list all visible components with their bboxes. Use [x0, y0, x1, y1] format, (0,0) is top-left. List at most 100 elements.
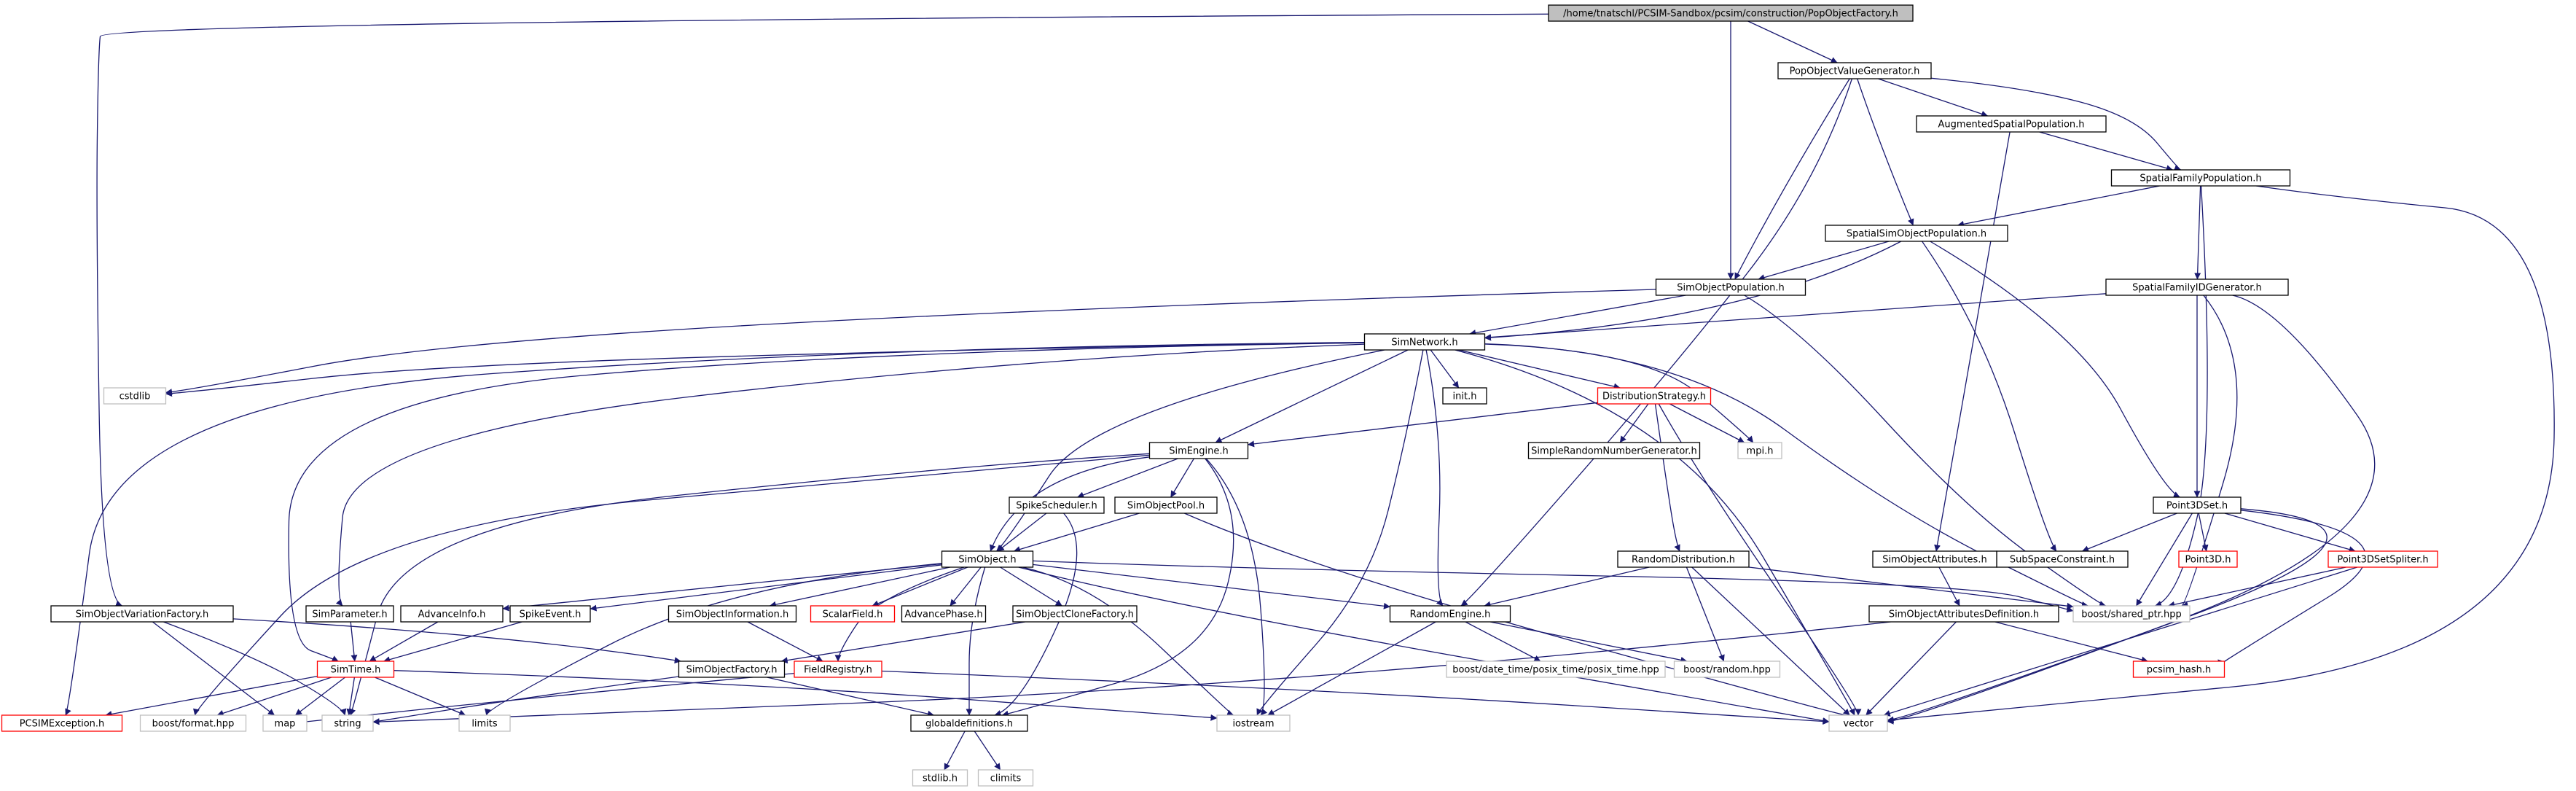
- node-augspatial[interactable]: AugmentedSpatialPopulation.h: [1916, 115, 2107, 133]
- edge-point3dsplit-to-sharedptr: [2168, 566, 2346, 608]
- node-box: [1446, 661, 1666, 678]
- node-simobject[interactable]: SimObject.h: [941, 550, 1034, 568]
- edge-globaldefs-to-stdlib: [944, 730, 966, 771]
- node-string: string: [321, 714, 374, 732]
- node-randengine[interactable]: RandomEngine.h: [1389, 605, 1511, 623]
- edge-advanceinfo-to-simtime: [369, 621, 439, 662]
- node-randdist[interactable]: RandomDistribution.h: [1617, 550, 1750, 568]
- node-simengine[interactable]: SimEngine.h: [1148, 442, 1249, 459]
- edge-simnetwork-to-simengine: [1215, 349, 1409, 443]
- node-label: SimObject.h: [958, 555, 1016, 566]
- node-label: AdvanceInfo.h: [418, 609, 486, 620]
- node-point3dset[interactable]: Point3DSet.h: [2153, 496, 2242, 514]
- edge-simtime-to-iostream: [394, 670, 1218, 721]
- edge-randdist-to-boostrandom: [1686, 566, 1725, 662]
- node-box: [1737, 442, 1782, 459]
- node-label: SimObjectFactory.h: [686, 665, 778, 676]
- node-point3dsplit[interactable]: Point3DSetSpliter.h: [2328, 550, 2438, 568]
- node-label: /home/tnatschl/PCSIM-Sandbox/pcsim/const…: [1563, 9, 1898, 20]
- node-root[interactable]: /home/tnatschl/PCSIM-Sandbox/pcsim/const…: [1548, 4, 1914, 22]
- node-pcsimhash[interactable]: pcsim_hash.h: [2132, 661, 2225, 678]
- node-label: Point3DSetSpliter.h: [2337, 555, 2428, 566]
- node-box: [1, 714, 123, 732]
- node-diststrat[interactable]: DistributionStrategy.h: [1597, 387, 1712, 405]
- node-spatialsim[interactable]: SpatialSimObjectPopulation.h: [1825, 225, 2008, 242]
- node-globaldefs[interactable]: globaldefinitions.h: [910, 714, 1028, 732]
- edge-simobject-to-randengine: [1033, 564, 1390, 609]
- node-fieldreg[interactable]: FieldRegistry.h: [794, 661, 882, 678]
- edge-simobject-to-vector: [1018, 566, 1830, 724]
- node-box: [941, 550, 1034, 568]
- node-mpi: mpi.h: [1737, 442, 1782, 459]
- node-simobjinfo[interactable]: SimObjectInformation.h: [668, 605, 797, 623]
- node-label: map: [275, 719, 296, 730]
- node-boostformat: boost/format.hpp: [139, 714, 247, 732]
- node-subspace[interactable]: SubSpaceConstraint.h: [1996, 550, 2129, 568]
- edge-simnetwork-to-iostream: [1256, 349, 1424, 716]
- node-simnetwork[interactable]: SimNetwork.h: [1363, 333, 1486, 351]
- node-label: SimObjectInformation.h: [676, 609, 789, 620]
- node-label: SubSpaceConstraint.h: [2010, 555, 2115, 566]
- node-label: mpi.h: [1747, 446, 1774, 457]
- node-box: [321, 714, 374, 732]
- node-simobjpop[interactable]: SimObjectPopulation.h: [1655, 278, 1806, 296]
- node-advanceinfo[interactable]: AdvanceInfo.h: [400, 605, 504, 623]
- node-label: boost/random.hpp: [1683, 665, 1771, 676]
- node-spatialfamid[interactable]: SpatialFamilyIDGenerator.h: [2105, 278, 2289, 296]
- node-simobjfact[interactable]: SimObjectFactory.h: [678, 661, 786, 678]
- node-spikesched[interactable]: SpikeScheduler.h: [1009, 496, 1105, 514]
- node-box: [1012, 605, 1138, 623]
- node-pcsimexc[interactable]: PCSIMException.h: [1, 714, 123, 732]
- edge-randdist-to-sharedptr: [1748, 566, 2074, 609]
- node-box: [262, 714, 308, 732]
- edge-spatialsim-to-simobjpop: [1758, 241, 1890, 281]
- edge-point3dset-to-point3dsplit: [2224, 513, 2356, 553]
- node-climits: climits: [977, 769, 1034, 787]
- node-cstdlib: cstdlib: [103, 387, 167, 405]
- node-label: pcsim_hash.h: [2147, 665, 2212, 676]
- edge-augspatial-to-simobjattr: [1934, 131, 2011, 552]
- node-label: RandomDistribution.h: [1632, 555, 1735, 566]
- edge-spatialfamid-to-sharedptr: [2181, 295, 2238, 608]
- node-label: boost/format.hpp: [152, 719, 235, 730]
- node-init[interactable]: init.h: [1442, 387, 1487, 405]
- node-label: vector: [1843, 719, 1874, 730]
- node-simparam[interactable]: SimParameter.h: [305, 605, 394, 623]
- edge-simobjpop-to-cstdlib: [165, 289, 1656, 396]
- node-simplerng[interactable]: SimpleRandomNumberGenerator.h: [1527, 442, 1701, 459]
- edge-simnetwork-to-init: [1430, 349, 1460, 389]
- node-label: AdvancePhase.h: [904, 609, 982, 620]
- node-box: [910, 714, 1028, 732]
- node-label: FieldRegistry.h: [804, 665, 872, 676]
- edge-simobjinfo-to-fieldreg: [747, 621, 823, 662]
- node-box: [678, 661, 786, 678]
- node-stdlib: stdlib.h: [912, 769, 968, 787]
- node-simobjpool[interactable]: SimObjectPool.h: [1114, 496, 1218, 514]
- edge-randengine-to-posixtime: [1465, 621, 1541, 662]
- node-simobjvar[interactable]: SimObjectVariationFactory.h: [50, 605, 234, 623]
- edge-simengine-to-simobjpool: [1170, 458, 1194, 498]
- edge-simengine-to-spikesched: [1077, 458, 1178, 499]
- node-spikeevent[interactable]: SpikeEvent.h: [509, 605, 591, 623]
- node-simobjattrdef[interactable]: SimObjectAttributesDefinition.h: [1868, 605, 2059, 623]
- edge-globaldefs-to-climits: [974, 730, 1001, 771]
- edge-diststrat-to-simplerng: [1619, 403, 1649, 443]
- edge-simobject-to-limits: [485, 563, 942, 716]
- edge-point3dsplit-to-vector: [1883, 566, 2357, 717]
- node-box: [1868, 605, 2059, 623]
- node-simobjclone[interactable]: SimObjectCloneFactory.h: [1012, 605, 1138, 623]
- edge-simobjpop-to-simnetwork: [1469, 295, 1686, 336]
- edge-simengine-to-iostream: [1205, 458, 1268, 716]
- node-simobjattr[interactable]: SimObjectAttributes.h: [1872, 550, 1997, 568]
- node-popvalgen[interactable]: PopObjectValueGenerator.h: [1777, 62, 1932, 79]
- edge-popvalgen-to-randengine: [1460, 78, 1853, 607]
- edge-point3dset-to-pcsimhash: [2217, 510, 2366, 666]
- node-advancephase[interactable]: AdvancePhase.h: [901, 605, 987, 623]
- node-simtime[interactable]: SimTime.h: [316, 661, 395, 678]
- node-box: [668, 605, 797, 623]
- edge-spatialfam-to-vector: [1887, 185, 2555, 723]
- node-point3d[interactable]: Point3D.h: [2178, 550, 2238, 568]
- edge-simobject-to-iostream: [1022, 566, 1234, 716]
- node-spatialfam[interactable]: SpatialFamilyPopulation.h: [2110, 169, 2291, 187]
- node-scalarfield[interactable]: ScalarField.h: [810, 605, 896, 623]
